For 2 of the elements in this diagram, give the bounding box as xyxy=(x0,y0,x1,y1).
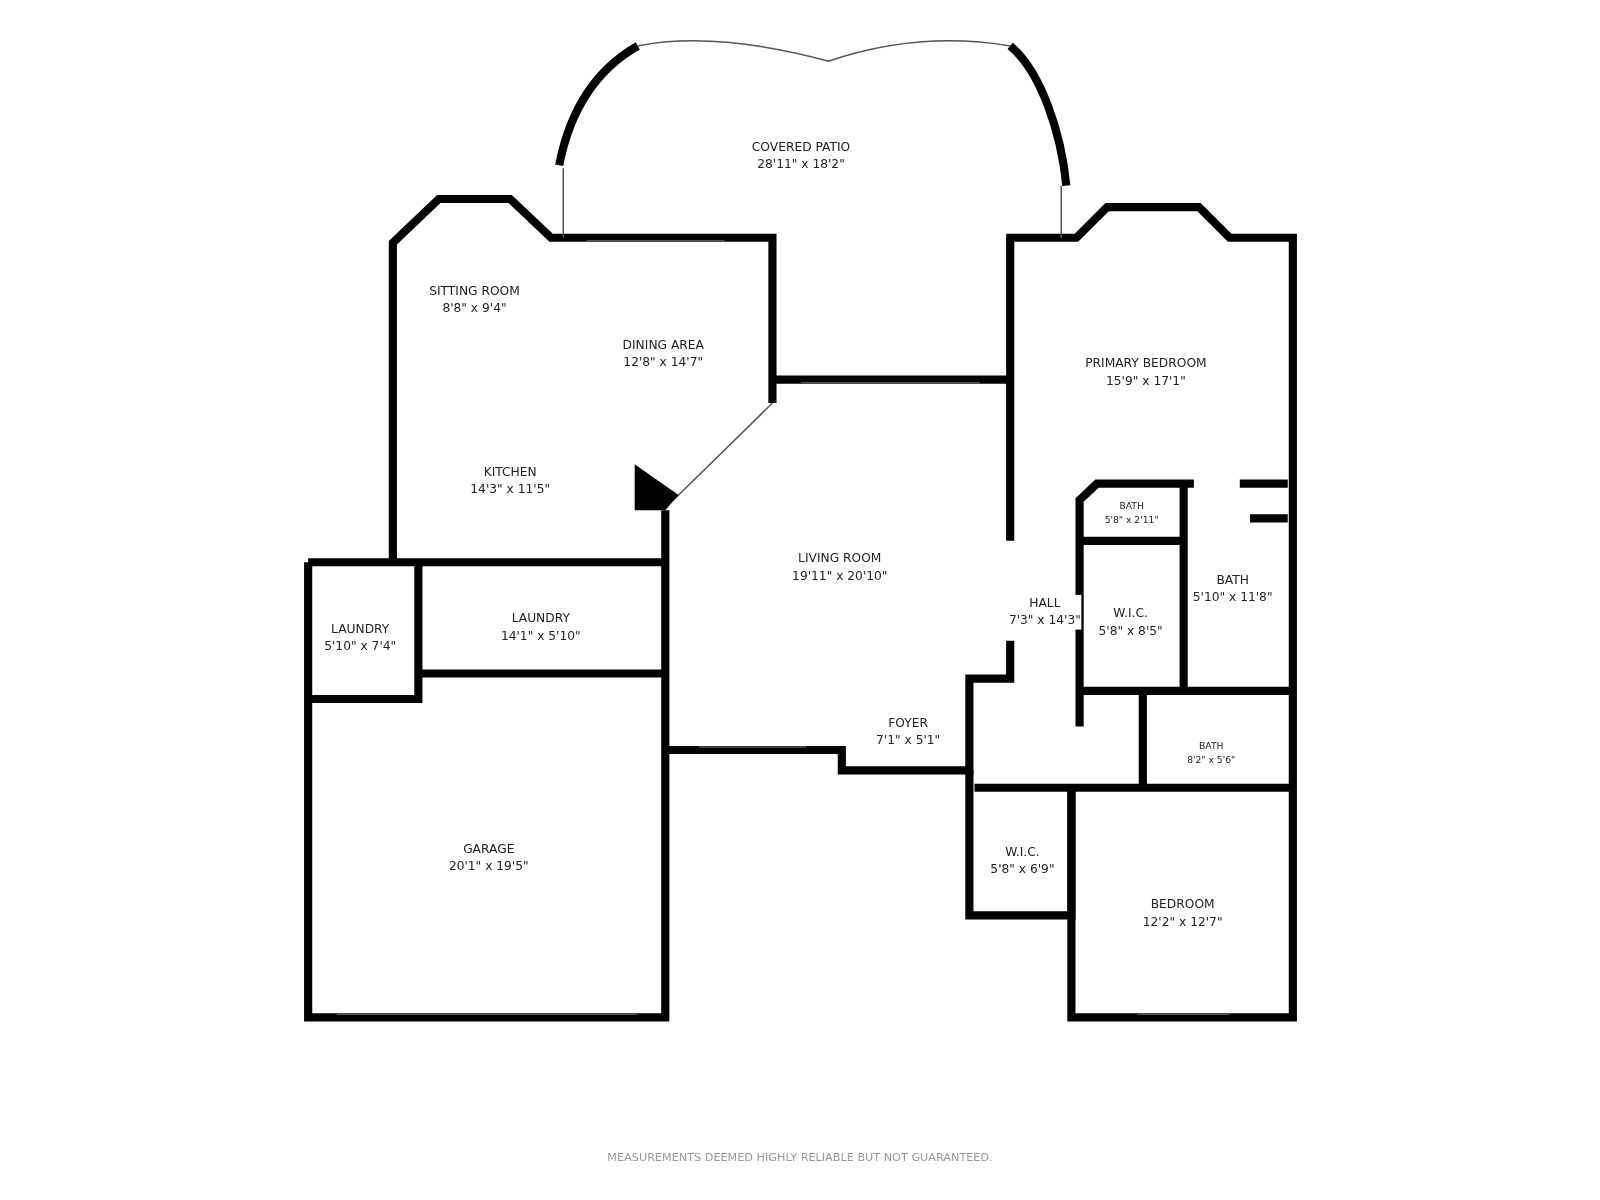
disclaimer-note: MEASUREMENTS DEEMED HIGHLY RELIABLE BUT NOT GUARANTEED. xyxy=(607,1151,993,1165)
room-label: HALL 7'3" x 14'3" xyxy=(1008,594,1081,630)
